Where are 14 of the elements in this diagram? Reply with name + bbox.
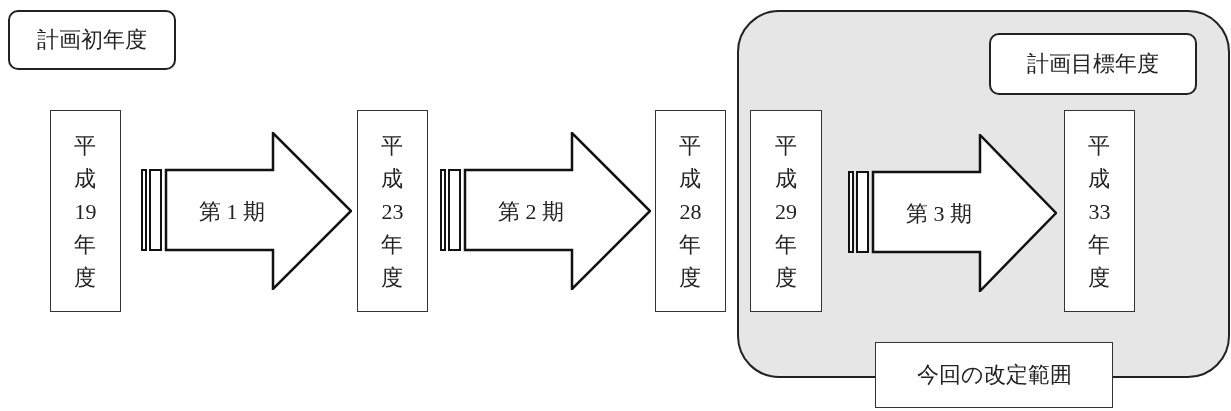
year-box: 平成19年度 (50, 110, 121, 312)
year-box: 平成33年度 (1064, 110, 1135, 312)
arrow-label: 第 2 期 (498, 198, 564, 226)
year-box: 平成23年度 (357, 110, 428, 312)
arrow-label: 第 1 期 (199, 198, 265, 226)
label-box: 今回の改定範囲 (875, 342, 1113, 408)
year-box: 平成28年度 (655, 110, 726, 312)
year-box: 平成29年度 (750, 110, 822, 312)
block-arrow (848, 134, 1057, 292)
block-arrow (440, 132, 651, 290)
arrow-label: 第 3 期 (906, 200, 972, 228)
label-box: 計画目標年度 (989, 33, 1197, 95)
block-arrow (141, 132, 352, 290)
label-box: 計画初年度 (8, 10, 176, 70)
